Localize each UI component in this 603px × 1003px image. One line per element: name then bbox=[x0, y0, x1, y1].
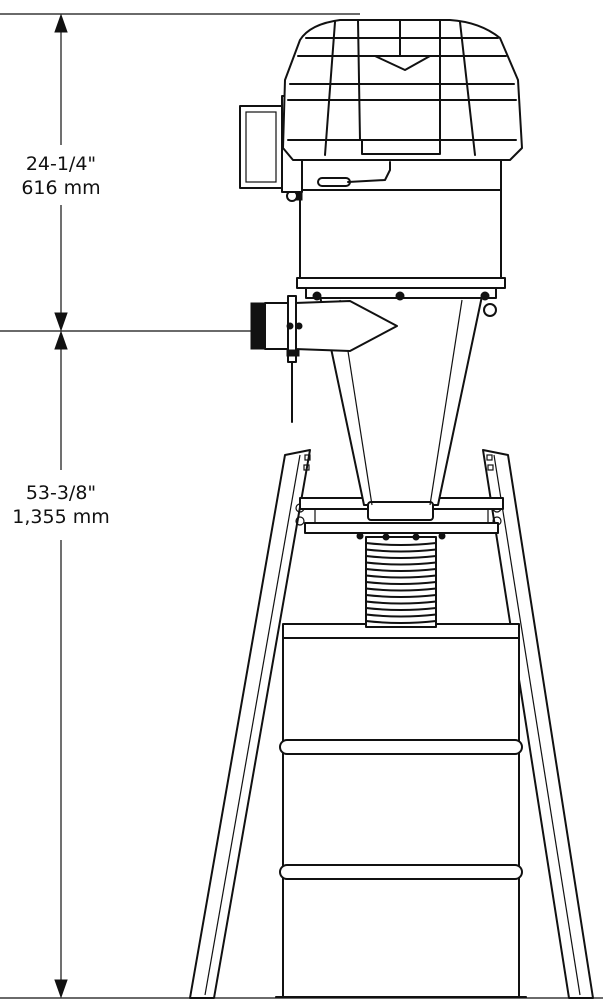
hose-ring bbox=[365, 620, 437, 624]
hose-ring bbox=[365, 594, 437, 598]
stand-left-leg bbox=[189, 449, 311, 999]
hose-ring bbox=[365, 587, 437, 592]
hose-ring bbox=[365, 574, 437, 579]
arrow-down-icon bbox=[54, 979, 68, 999]
collection-drum bbox=[275, 623, 527, 998]
arrow-down-icon bbox=[54, 312, 68, 332]
cyclone-body bbox=[286, 157, 506, 317]
hose-ring bbox=[365, 568, 437, 572]
upper-dimension-imperial: 24-1/4" bbox=[26, 153, 96, 175]
motor-hood bbox=[282, 19, 523, 161]
hose-ring bbox=[365, 561, 437, 566]
flex-hose bbox=[365, 536, 437, 628]
hose-ring bbox=[365, 542, 437, 546]
hose-ring bbox=[365, 600, 437, 605]
upper-dimension-metric: 616 mm bbox=[21, 177, 100, 199]
hose-ring bbox=[365, 555, 437, 559]
stand-right-leg bbox=[482, 449, 594, 999]
lower-dimension-metric: 1,355 mm bbox=[12, 506, 109, 528]
hose-ring bbox=[365, 581, 437, 585]
hose-ring bbox=[365, 613, 437, 618]
lower-dimension-imperial: 53-3/8" bbox=[26, 482, 96, 504]
arrow-up-icon bbox=[54, 13, 68, 33]
arrow-up-icon bbox=[54, 330, 68, 350]
hose-ring bbox=[365, 607, 437, 611]
hose-ring bbox=[365, 548, 437, 553]
inlet-port bbox=[250, 295, 398, 423]
